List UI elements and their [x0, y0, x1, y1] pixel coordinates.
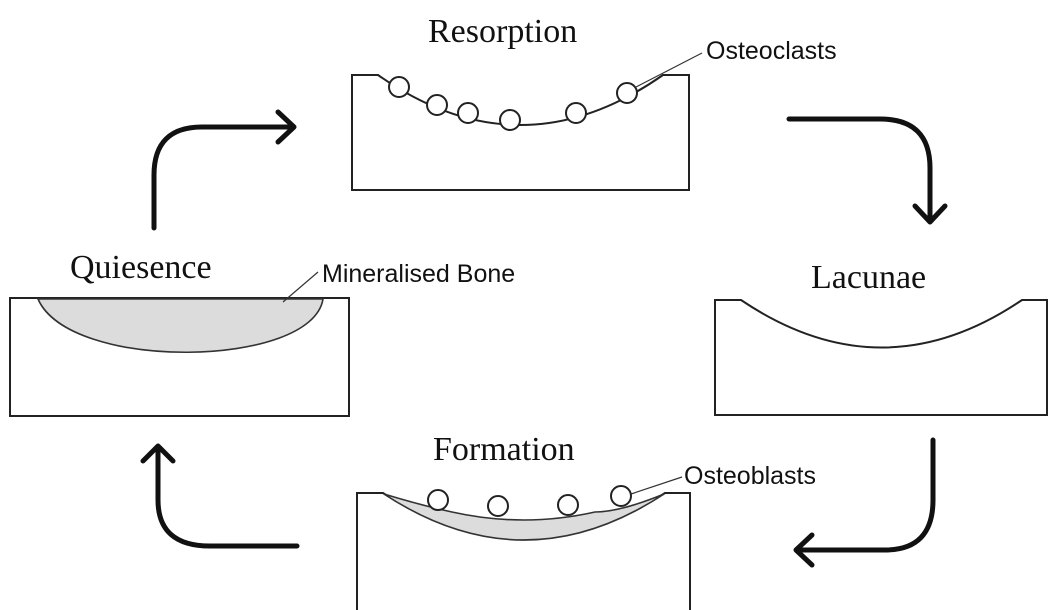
osteoclast-cell — [427, 95, 447, 115]
quiesence-label: Quiesence — [70, 249, 212, 286]
resorption-stage — [352, 75, 689, 190]
resorption-label: Resorption — [428, 13, 577, 50]
osteoclast-cell — [617, 83, 637, 103]
osteoblast-cell — [488, 496, 508, 516]
osteoclast-cell — [458, 103, 478, 123]
osteoblasts-leader-line — [631, 477, 682, 494]
arrow-lacunae-to-formation — [796, 440, 933, 565]
formation-label: Formation — [433, 431, 575, 468]
osteoclast-cell — [500, 110, 520, 130]
mineralised-bone-label: Mineralised Bone — [322, 260, 515, 288]
osteoblast-cell — [428, 490, 448, 510]
osteoblast-cell — [558, 495, 578, 515]
formation-bone-block — [357, 493, 690, 610]
osteoclast-cell — [566, 103, 586, 123]
quiesence-stage — [10, 298, 349, 416]
osteoclast-cell — [389, 77, 409, 97]
osteoblast-cell — [611, 486, 631, 506]
lacunae-bone-block — [715, 300, 1047, 415]
formation-stage — [357, 486, 690, 610]
arrow-formation-to-quiesence — [143, 446, 297, 546]
osteoblasts-label: Osteoblasts — [684, 462, 816, 490]
osteoclasts-label: Osteoclasts — [706, 37, 837, 65]
arrow-resorption-to-lacunae — [789, 119, 945, 222]
arrow-quiesence-to-resorption — [154, 112, 294, 228]
lacunae-label: Lacunae — [811, 259, 926, 296]
